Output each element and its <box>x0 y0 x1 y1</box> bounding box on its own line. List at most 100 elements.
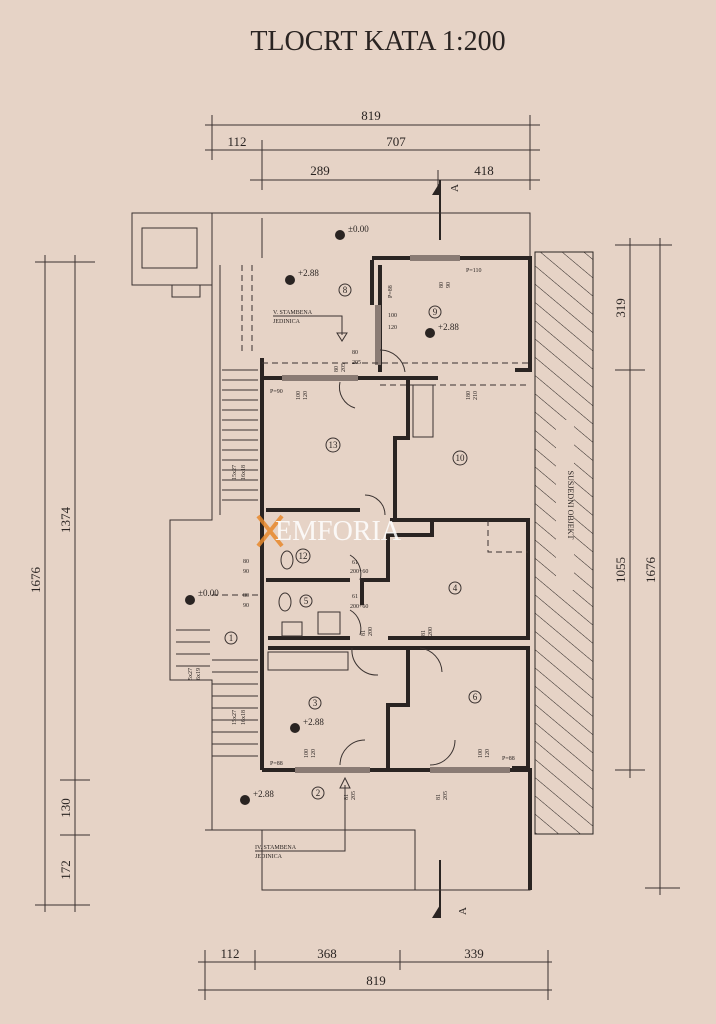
unit-label-upper: V. STAMBENA JEDINICA <box>273 310 348 342</box>
opening-dimensions: 80 90 100 120 80 205 80 205 100 120 180 … <box>243 282 491 800</box>
room-5: 5 <box>299 594 313 608</box>
svg-text:P=110: P=110 <box>466 268 482 274</box>
dim-bottom-368: 368 <box>317 946 337 961</box>
svg-text:15x27: 15x27 <box>232 710 238 725</box>
svg-text:6: 6 <box>473 692 478 702</box>
room-4: 4 <box>448 581 462 595</box>
room-1: 1 <box>224 631 238 645</box>
dim-left-130: 130 <box>58 798 73 818</box>
svg-text:4: 4 <box>453 583 458 593</box>
svg-text:V. STAMBENA: V. STAMBENA <box>273 310 313 316</box>
dim-left-172: 172 <box>58 860 73 880</box>
top-dimensions: 819 112 707 289 418 <box>205 108 540 190</box>
svg-text:A: A <box>457 907 469 915</box>
neighbor-label: SUSJEDNI OBJEKT <box>566 471 575 540</box>
svg-text:200+60: 200+60 <box>350 569 368 575</box>
section-marker-bottom: A <box>432 860 469 918</box>
svg-text:210: 210 <box>473 391 479 400</box>
svg-text:205: 205 <box>443 791 449 800</box>
svg-text:JEDINICA: JEDINICA <box>273 319 301 325</box>
svg-text:90: 90 <box>243 603 249 609</box>
svg-text:2: 2 <box>316 788 321 798</box>
room-8: 8 <box>338 283 352 297</box>
svg-text:9: 9 <box>433 307 438 317</box>
svg-text:200+60: 200+60 <box>350 604 368 610</box>
dim-top-112: 112 <box>227 134 246 149</box>
svg-text:16x18: 16x18 <box>241 465 247 480</box>
svg-text:±0.00: ±0.00 <box>198 588 219 598</box>
svg-text:80: 80 <box>243 559 249 565</box>
svg-text:80: 80 <box>439 282 445 288</box>
room-6: 6 <box>468 690 482 704</box>
svg-text:P=90: P=90 <box>270 389 283 395</box>
svg-text:100: 100 <box>478 749 484 758</box>
level-markers: ±0.00 +2.88 +2.88 ±0.00 +2.88 +2.88 <box>185 224 459 805</box>
dim-top-418: 418 <box>474 163 494 178</box>
svg-text:100: 100 <box>388 313 397 319</box>
dim-top-289: 289 <box>310 163 330 178</box>
svg-text:120: 120 <box>303 391 309 400</box>
svg-text:205: 205 <box>351 791 357 800</box>
svg-text:80: 80 <box>334 366 340 372</box>
svg-text:200: 200 <box>368 627 374 636</box>
svg-text:6x19: 6x19 <box>196 668 202 680</box>
svg-text:81: 81 <box>436 794 442 800</box>
svg-text:EMFORIA: EMFORIA <box>275 516 402 547</box>
svg-text:12: 12 <box>299 551 308 561</box>
svg-text:8: 8 <box>343 285 348 295</box>
svg-text:205: 205 <box>352 360 361 366</box>
svg-text:120: 120 <box>311 749 317 758</box>
building-outline <box>131 212 532 891</box>
svg-text:5x27: 5x27 <box>188 668 194 680</box>
neighbor-building: SUSJEDNI OBJEKT <box>534 251 594 835</box>
watermark: EMFORIA <box>256 514 402 548</box>
dim-left-1676: 1676 <box>28 567 43 594</box>
svg-text:10: 10 <box>456 453 466 463</box>
svg-text:JEDINICA: JEDINICA <box>255 854 283 860</box>
unit-label-lower: IV. STAMBENA JEDINICA <box>255 776 351 860</box>
svg-text:81: 81 <box>344 794 350 800</box>
room-2: 2 <box>311 786 325 800</box>
svg-text:IV. STAMBENA: IV. STAMBENA <box>255 845 297 851</box>
dim-left-1374: 1374 <box>58 507 73 534</box>
svg-text:120: 120 <box>388 325 397 331</box>
svg-text:61: 61 <box>352 560 358 566</box>
level-marker: +2.88 <box>240 789 274 805</box>
svg-text:200: 200 <box>428 627 434 636</box>
svg-text:+2.88: +2.88 <box>438 322 459 332</box>
svg-text:61: 61 <box>352 594 358 600</box>
dim-bottom-total: 819 <box>366 973 386 988</box>
svg-text:205: 205 <box>341 363 347 372</box>
svg-text:P=88: P=88 <box>270 761 283 767</box>
room-9: 9 <box>428 305 442 319</box>
parapet-labels: P=110 P=88 P=90 P=88 P=88 <box>270 268 515 767</box>
dim-right-1055: 1055 <box>613 557 628 583</box>
dim-top-total: 819 <box>361 108 381 123</box>
svg-text:±0.00: ±0.00 <box>348 224 369 234</box>
dim-top-707: 707 <box>386 134 406 149</box>
svg-text:80: 80 <box>352 350 358 356</box>
svg-text:P=88: P=88 <box>388 285 394 298</box>
svg-text:+2.88: +2.88 <box>303 717 324 727</box>
svg-text:13: 13 <box>329 440 339 450</box>
right-dimensions: 319 1055 1676 <box>613 238 680 895</box>
section-marker-top: A <box>432 180 461 240</box>
stair-labels: 15x27 16x18 5x27 6x19 15x27 16x18 <box>188 465 247 725</box>
plan-title: TLOCRT KATA 1:200 <box>250 26 505 57</box>
room-3: 3 <box>308 696 322 710</box>
svg-text:100: 100 <box>304 749 310 758</box>
level-marker: +2.88 <box>290 717 324 733</box>
dim-right-319: 319 <box>613 298 628 318</box>
svg-text:81: 81 <box>421 630 427 636</box>
stairs-upper <box>222 369 258 501</box>
room-13: 13 <box>325 437 341 453</box>
svg-text:+2.88: +2.88 <box>253 789 274 799</box>
level-marker: ±0.00 <box>335 224 369 240</box>
stairs-lower <box>176 629 258 757</box>
svg-text:5: 5 <box>304 596 309 606</box>
svg-text:81: 81 <box>361 630 367 636</box>
svg-text:P=88: P=88 <box>502 756 515 762</box>
dim-right-1676: 1676 <box>643 557 658 584</box>
svg-text:100: 100 <box>296 391 302 400</box>
